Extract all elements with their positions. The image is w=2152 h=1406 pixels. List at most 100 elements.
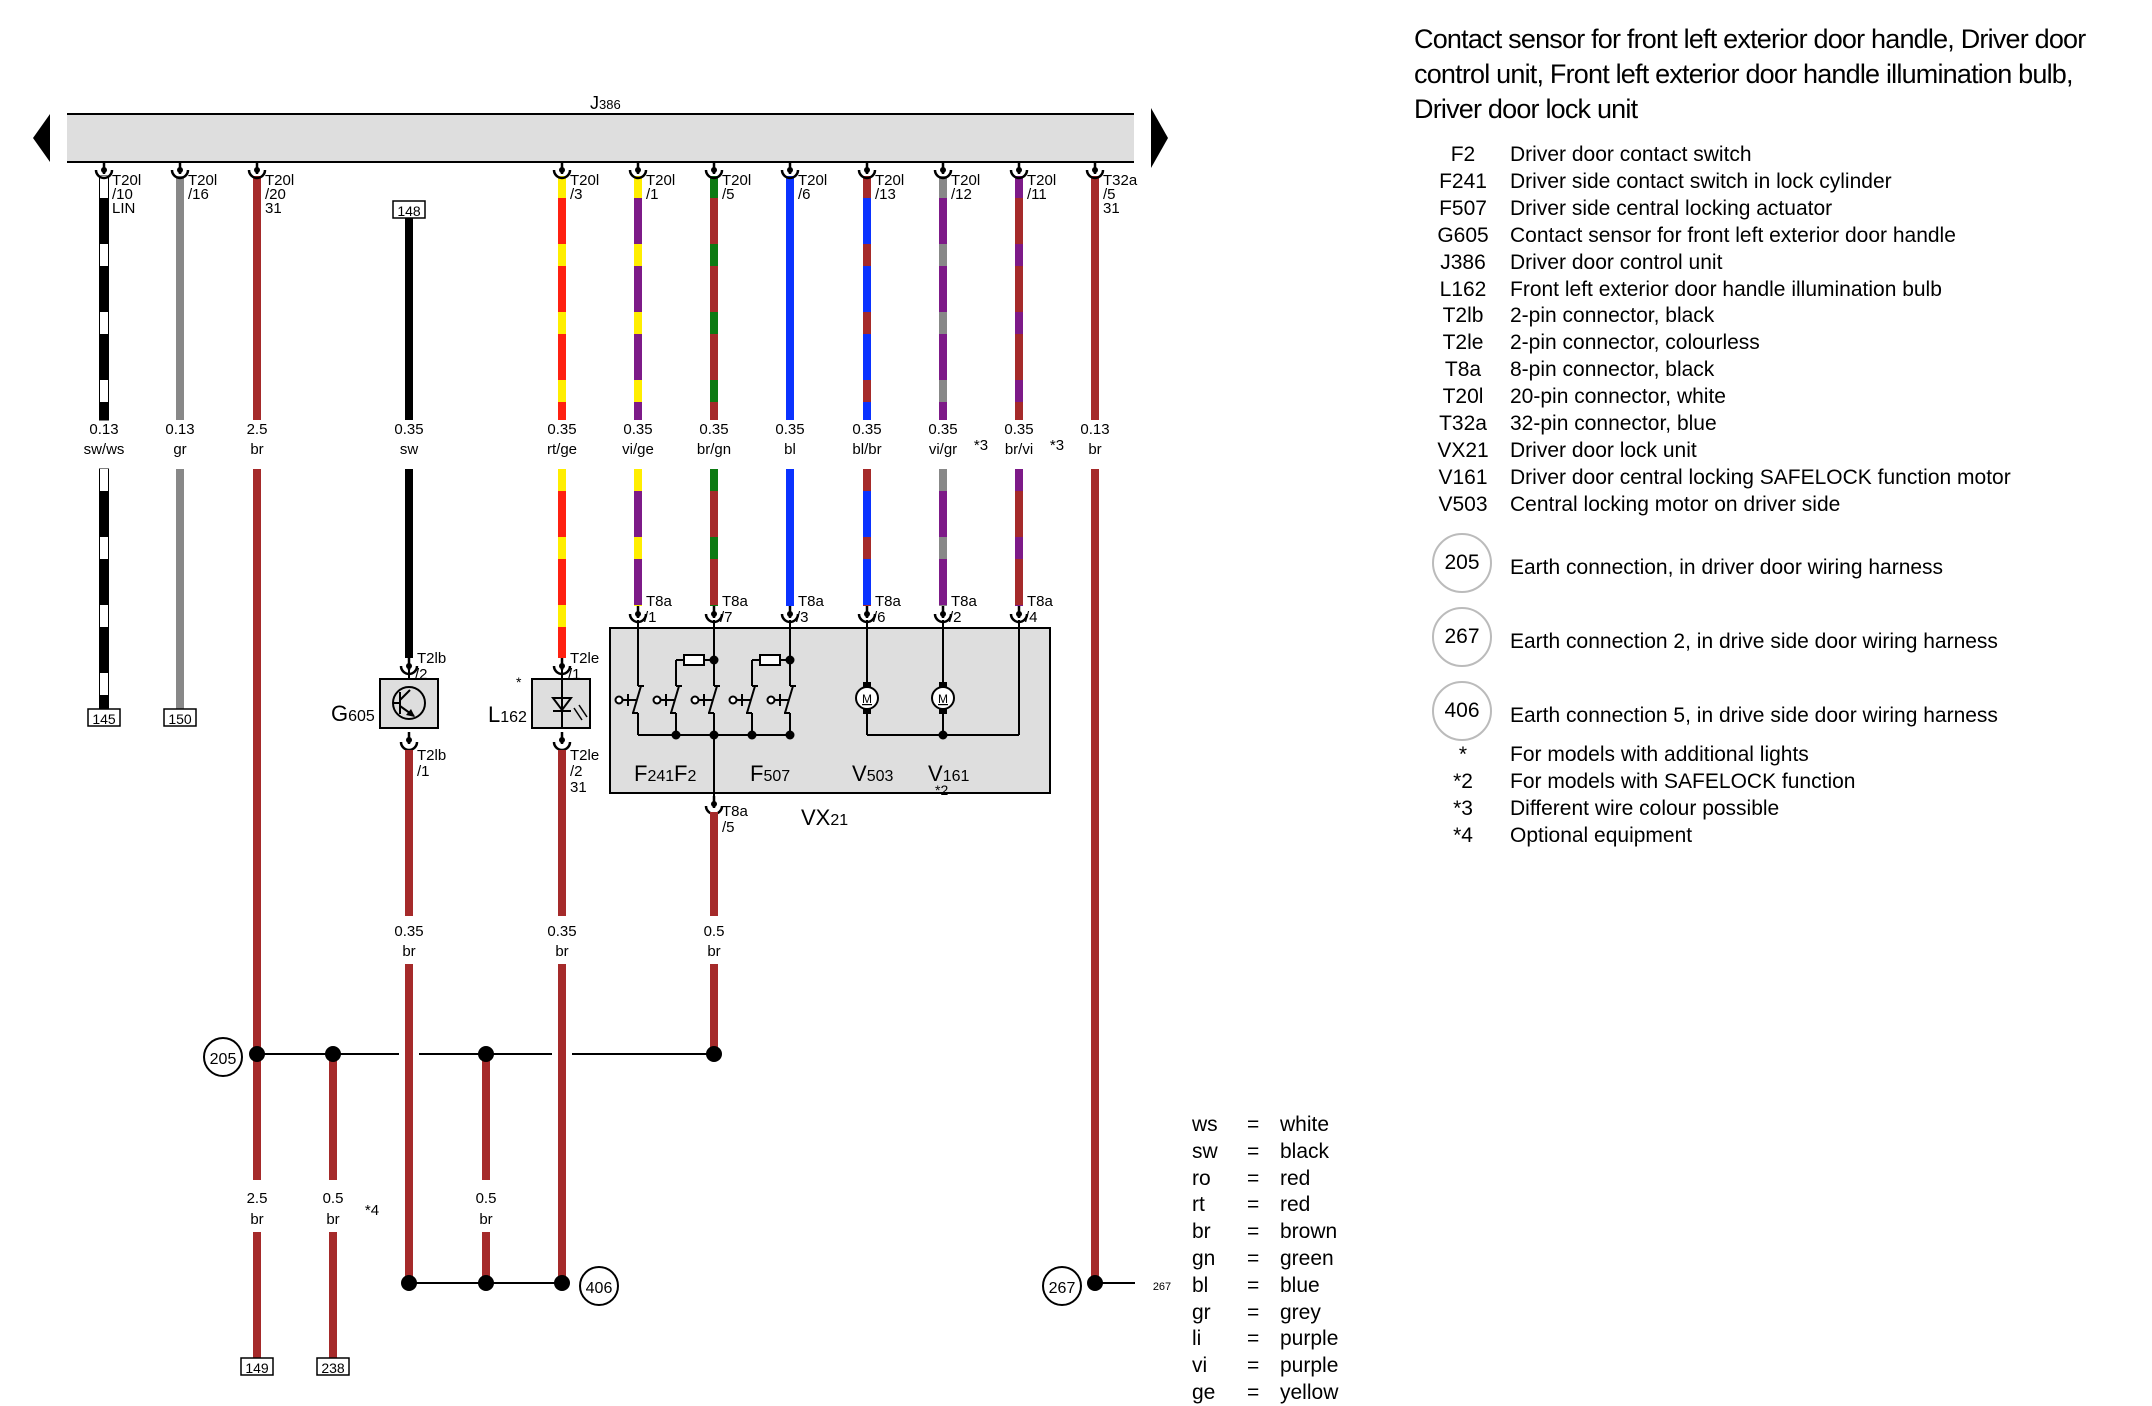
component-l162[interactable]: * L162	[488, 674, 591, 729]
connector-t20l-icon	[1009, 162, 1029, 180]
legend-code: V503	[1438, 492, 1488, 516]
wire-stripe	[939, 176, 947, 198]
connector-label: T20l	[188, 172, 217, 189]
wire-stripe	[1015, 537, 1023, 559]
legend-desc: 2-pin connector, colourless	[1510, 331, 1760, 355]
color-code: li	[1192, 1327, 1202, 1351]
wire-size-label: 2.5	[247, 1190, 268, 1207]
wire-rt-ge-upper	[558, 176, 566, 420]
legend-code: F507	[1439, 196, 1487, 220]
wire-stripe	[863, 469, 871, 491]
footnote-desc: Different wire colour possible	[1510, 797, 1780, 820]
wire-body	[558, 750, 566, 916]
connector-t20l-icon	[552, 162, 572, 180]
wire-gr-upper	[176, 176, 184, 420]
color-code: gn	[1192, 1247, 1216, 1270]
wire-body	[1091, 469, 1099, 1283]
ref-box-150[interactable]: 150	[163, 708, 197, 727]
legend-code: T2le	[1442, 331, 1484, 355]
scroll-right-arrow-icon[interactable]	[1151, 108, 1168, 168]
wire-bl-upper	[786, 176, 794, 420]
color-code: br	[1192, 1220, 1211, 1244]
connector-t2le-icon	[552, 732, 572, 752]
wire-branch-to-238	[329, 1232, 337, 1358]
wire-size-label: 0.5	[476, 1190, 497, 1207]
wire-sw-lower	[405, 469, 413, 658]
pin-label: /20	[265, 186, 286, 203]
color-code: bl	[1192, 1273, 1209, 1297]
wire-body	[786, 469, 794, 606]
junction-dot	[938, 730, 948, 740]
ref-box-149[interactable]: 149	[240, 1357, 274, 1376]
pin-label: /1	[646, 186, 659, 203]
wire-color-label: br	[250, 1211, 263, 1228]
junction-dot	[249, 1046, 265, 1062]
earth-267-ref: 267	[1153, 1281, 1171, 1293]
wire-stripe	[863, 380, 871, 402]
wire-body	[558, 176, 566, 420]
pin-label: /4	[1025, 609, 1038, 626]
earth-point-267[interactable]: 267	[1042, 1266, 1082, 1306]
wire-body	[1015, 176, 1023, 420]
connector-label: T20l	[722, 172, 751, 189]
connector-label: T20l	[112, 172, 141, 189]
wire-color-label: br	[555, 943, 568, 960]
wire-color-label: br	[479, 1211, 492, 1228]
connector-label: T8a	[646, 593, 673, 610]
junction-dot	[747, 730, 757, 740]
legend-desc: 2-pin connector, black	[1510, 304, 1715, 328]
wire-stripe	[558, 469, 566, 491]
wire-size-label: 0.35	[547, 421, 576, 438]
junction-dot	[478, 1275, 494, 1291]
equals-sign: =	[1247, 1354, 1260, 1378]
wire-stripe	[710, 244, 718, 266]
wire-body	[405, 750, 413, 916]
page-title: Contact sensor for front left exterior d…	[1414, 24, 2086, 124]
svg-text:149: 149	[245, 1360, 269, 1376]
legend-desc: 32-pin connector, blue	[1510, 412, 1717, 435]
wire-color-label: br/vi	[1005, 441, 1033, 458]
wire-size-label: 0.5	[704, 923, 725, 940]
wire-color-label: vi/gr	[929, 441, 957, 458]
connector-t20l-icon	[94, 162, 114, 180]
ref-box-145[interactable]: 145	[87, 708, 121, 727]
wire-ground-to-406	[405, 964, 413, 1283]
component-g605[interactable]: G605	[331, 678, 439, 729]
color-name: brown	[1280, 1220, 1338, 1244]
wire-size-label: 0.35	[699, 421, 728, 438]
connector-label: T20l	[875, 172, 904, 189]
svg-text:G605: G605	[331, 701, 375, 726]
wire-size-label: 0.35	[775, 421, 804, 438]
color-name: red	[1280, 1166, 1311, 1190]
earth-symbol: 205	[1432, 533, 1492, 593]
legend-desc: Front left exterior door handle illumina…	[1510, 277, 1942, 301]
contact-switch-icon	[766, 685, 796, 735]
ref-box-148[interactable]: 148	[392, 200, 426, 219]
wire-body	[710, 176, 718, 420]
ref-box-238[interactable]: 238	[316, 1357, 350, 1376]
junction-dot	[671, 730, 681, 740]
contact-switch-icon	[728, 685, 758, 735]
wire-labels: T20l/10LIN0.13sw/wsT20l/160.13grT20l/203…	[84, 172, 1138, 1228]
earth-point-205[interactable]: 205	[203, 1037, 243, 1077]
wire-body	[710, 812, 718, 916]
wire-size-label: 0.35	[623, 421, 652, 438]
connector-t20l-icon	[780, 162, 800, 180]
wire-stripe	[634, 312, 642, 334]
earth-point-406[interactable]: 406	[579, 1266, 619, 1306]
scroll-left-arrow-icon[interactable]	[33, 114, 50, 162]
wire-stripe	[100, 244, 108, 266]
wire-sw-ws-upper	[99, 175, 109, 421]
f241-label: F241	[634, 761, 674, 786]
legend-desc: Driver door contact switch	[1510, 143, 1752, 166]
wire-body	[786, 176, 794, 420]
legend-desc: Earth connection 5, in drive side door w…	[1510, 704, 1998, 727]
wire-stripe	[100, 176, 108, 198]
pin-label: /16	[188, 186, 209, 203]
svg-text:205: 205	[210, 1051, 237, 1068]
wire-color-label: rt/ge	[547, 441, 577, 458]
legend-desc: 20-pin connector, white	[1510, 385, 1726, 409]
legend-desc: Driver door control unit	[1510, 250, 1723, 274]
